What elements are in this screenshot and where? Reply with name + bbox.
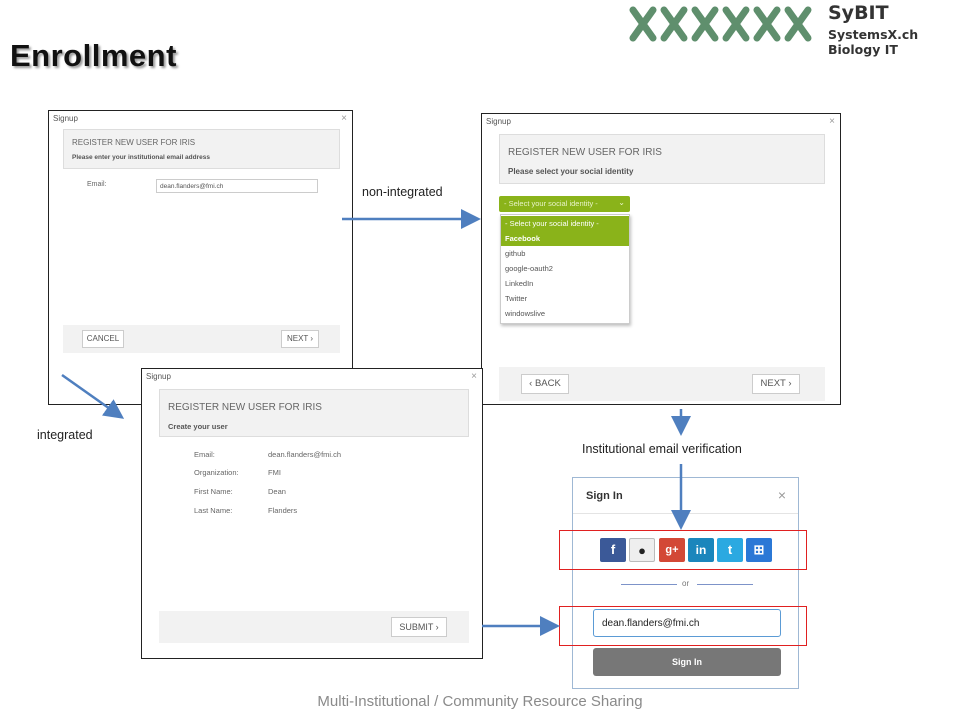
dialog-header: REGISTER NEW USER FOR IRIS Please enter …	[63, 129, 340, 169]
social-login-highlight	[559, 530, 807, 570]
close-icon[interactable]: ×	[471, 371, 477, 382]
google-plus-icon[interactable]: g+	[659, 538, 685, 562]
divider	[573, 513, 798, 514]
field-label-last-name: Last Name:	[194, 506, 233, 515]
select-value: - Select your social identity -	[504, 199, 598, 208]
option-item[interactable]: github	[505, 249, 526, 258]
close-icon[interactable]: ×	[829, 116, 835, 127]
cancel-button[interactable]: CANCEL	[82, 330, 124, 348]
chevron-down-icon: ⌄	[618, 198, 625, 207]
signup-social-dialog: Signup × REGISTER NEW USER FOR IRIS Plea…	[481, 113, 841, 405]
field-label-organization: Organization:	[194, 468, 239, 477]
dialog-footer: SUBMIT ›	[159, 611, 469, 643]
next-button[interactable]: NEXT ›	[752, 374, 800, 394]
email-input[interactable]: dean.flanders@fmi.ch	[593, 609, 781, 637]
back-button[interactable]: ‹ BACK	[521, 374, 569, 394]
option-item[interactable]: - Select your social identity -	[501, 216, 629, 231]
or-label: or	[682, 579, 690, 588]
field-label-email: Email:	[194, 450, 215, 459]
option-item[interactable]: Facebook	[501, 231, 629, 246]
field-label-first-name: First Name:	[194, 487, 233, 496]
windows-icon[interactable]: ⊞	[746, 538, 772, 562]
or-divider-right	[697, 584, 753, 585]
close-icon[interactable]: ×	[777, 487, 786, 503]
close-icon[interactable]: ×	[341, 113, 347, 124]
dialog-subheading: Please enter your institutional email ad…	[72, 154, 210, 161]
email-input[interactable]: dean.flanders@fmi.ch	[156, 179, 318, 193]
next-button[interactable]: NEXT ›	[281, 330, 319, 348]
linkedin-icon[interactable]: in	[688, 538, 714, 562]
dialog-header: REGISTER NEW USER FOR IRIS Create your u…	[159, 389, 469, 437]
field-value-organization: FMI	[268, 468, 281, 477]
label-non-integrated: non-integrated	[362, 185, 443, 199]
logo-name: SyBIT	[828, 2, 889, 24]
dialog-heading: REGISTER NEW USER FOR IRIS	[168, 402, 322, 413]
dialog-title: Signup	[53, 114, 78, 123]
dialog-title: Signup	[146, 372, 171, 381]
slide-title: Enrollment	[10, 38, 177, 73]
signup-create-user-dialog: Signup × REGISTER NEW USER FOR IRIS Crea…	[141, 368, 483, 659]
sign-in-dialog: Sign In × f ● g+ in t ⊞ or dean.flanders…	[572, 477, 799, 689]
email-label: Email:	[87, 181, 107, 188]
dialog-title: Signup	[486, 117, 511, 126]
option-item[interactable]: google-oauth2	[505, 264, 553, 273]
or-divider-left	[621, 584, 677, 585]
dialog-subheading: Please select your social identity	[508, 167, 634, 176]
field-value-first-name: Dean	[268, 487, 286, 496]
label-email-verification: Institutional email verification	[582, 442, 742, 456]
twitter-icon[interactable]: t	[717, 538, 743, 562]
sign-in-button[interactable]: Sign In	[593, 648, 781, 676]
dialog-footer: CANCEL NEXT ›	[63, 325, 340, 353]
signup-email-dialog: Signup × REGISTER NEW USER FOR IRIS Plea…	[48, 110, 353, 405]
option-item[interactable]: windowslive	[505, 309, 546, 318]
dialog-heading: REGISTER NEW USER FOR IRIS	[72, 138, 196, 147]
field-value-last-name: Flanders	[268, 506, 298, 515]
submit-button[interactable]: SUBMIT ›	[391, 617, 447, 637]
dialog-footer: ‹ BACK NEXT ›	[499, 367, 825, 401]
facebook-icon[interactable]: f	[600, 538, 626, 562]
dialog-heading: REGISTER NEW USER FOR IRIS	[508, 147, 662, 158]
social-identity-select[interactable]: - Select your social identity - ⌄	[499, 196, 630, 212]
label-integrated: integrated	[37, 428, 93, 442]
logo-subtitle: SystemsX.ch Biology IT	[828, 27, 919, 57]
option-item[interactable]: Twitter	[505, 294, 528, 303]
email-input-highlight	[559, 606, 807, 646]
sign-in-title: Sign In	[586, 490, 623, 502]
github-icon[interactable]: ●	[629, 538, 655, 562]
social-identity-options: - Select your social identity - Facebook…	[500, 214, 630, 324]
dialog-subheading: Create your user	[168, 422, 228, 431]
slide-footer: Multi-Institutional / Community Resource…	[317, 693, 643, 710]
option-item[interactable]: LinkedIn	[505, 279, 534, 288]
dialog-header: REGISTER NEW USER FOR IRIS Please select…	[499, 134, 825, 184]
field-value-email: dean.flanders@fmi.ch	[268, 450, 342, 459]
sybit-logo-mark-icon	[629, 6, 812, 42]
